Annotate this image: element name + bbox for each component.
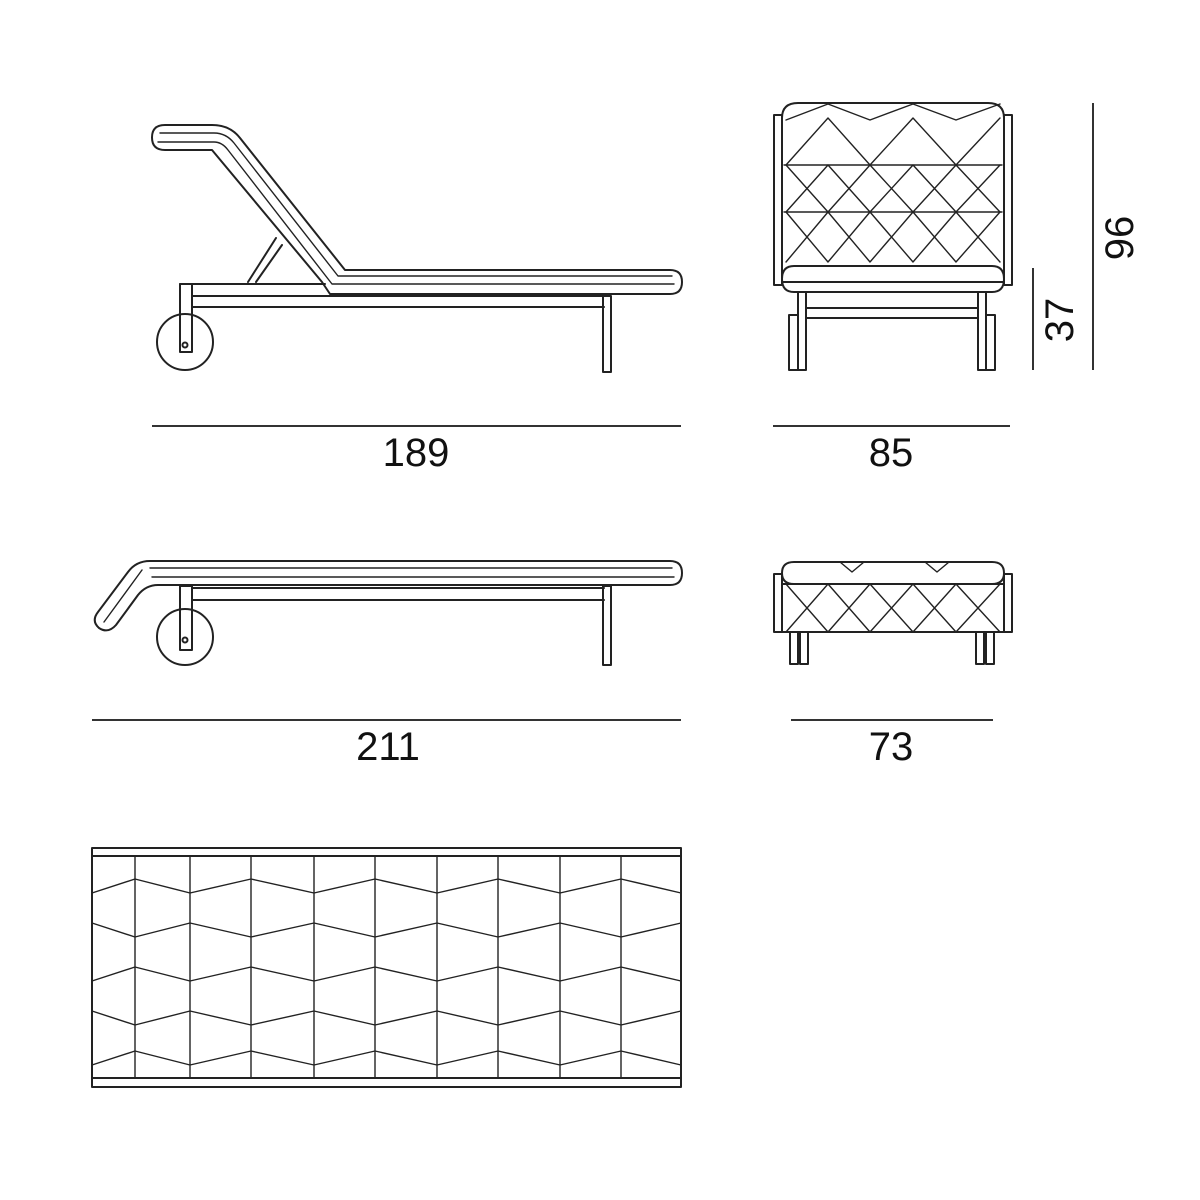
front-flat-width-label: 73 xyxy=(869,725,914,769)
front-view-flat xyxy=(773,561,1013,665)
front-reclined-width-label: 85 xyxy=(869,431,914,475)
total-height-label: 96 xyxy=(1098,216,1142,261)
side-flat-length-label: 211 xyxy=(356,725,420,769)
seat-height-label: 37 xyxy=(1038,298,1082,343)
front-view-reclined xyxy=(773,102,1013,371)
side-view-reclined xyxy=(151,124,683,373)
side-view-flat xyxy=(93,560,683,666)
side-reclined-length-label: 189 xyxy=(383,431,450,475)
top-view xyxy=(91,847,682,1088)
